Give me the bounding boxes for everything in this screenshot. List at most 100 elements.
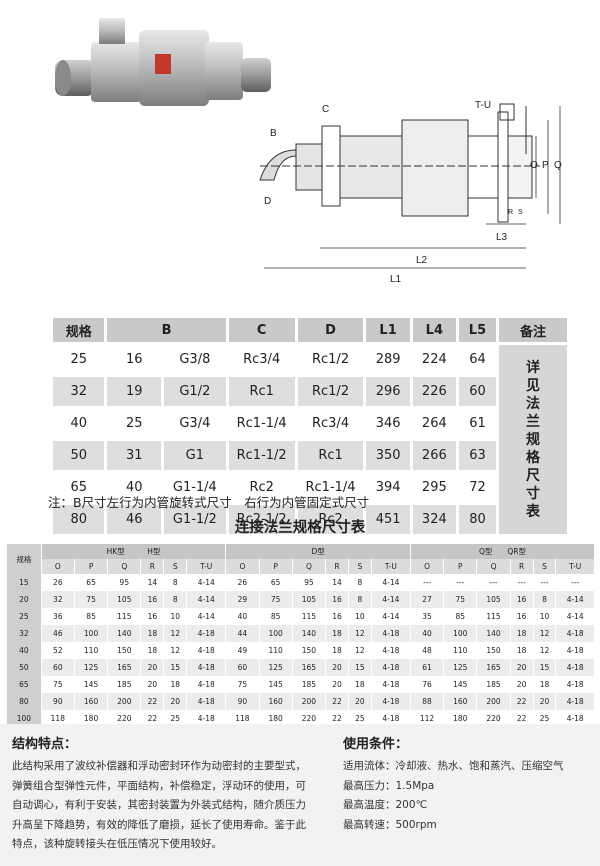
flange-cell: 16 <box>509 608 534 625</box>
spec-cell: 451 <box>366 505 410 534</box>
flange-cell: 22 <box>509 693 534 710</box>
flange-cell: 18 <box>532 676 556 693</box>
spec-cell: 40 <box>53 409 105 438</box>
flange-cell: 160 <box>258 693 293 710</box>
flange-size-cell: 15 <box>6 574 42 591</box>
flange-cell: 140 <box>107 625 141 642</box>
flange-group-row: 规格 HK型 H型 D型 Q型 QR型 <box>6 544 594 574</box>
flange-cell: 12 <box>163 625 187 642</box>
label-o: O <box>530 160 538 171</box>
flange-cell: 15 <box>347 659 372 676</box>
flange-cell: 185 <box>291 676 326 693</box>
features-text: 此结构采用了波纹补偿器和浮动密封环作为动密封的主要型式， 弹簧组合型弹性元件，平… <box>12 757 330 855</box>
flange-cell: 180 <box>73 710 108 727</box>
flange-col-header: P <box>443 559 477 574</box>
spec-cell: Rc2 <box>297 505 364 534</box>
flange-cell: 125 <box>73 659 108 676</box>
flange-cell: 18 <box>140 625 164 642</box>
flange-cell: 16 <box>140 591 164 608</box>
flange-cell: 20 <box>163 693 187 710</box>
spec-cell: 63 <box>458 441 496 470</box>
flange-cell: 4-18 <box>370 659 411 676</box>
features-title: 结构特点： <box>12 737 78 752</box>
flange-cell: 4-18 <box>555 625 594 642</box>
flange-cell: 100 <box>73 625 108 642</box>
flange-cell: 22 <box>325 693 349 710</box>
flange-cell: --- <box>476 574 511 591</box>
flange-cell: 88 <box>409 693 444 710</box>
flange-cell: 22 <box>140 693 164 710</box>
flange-cell: 105 <box>107 591 141 608</box>
spec-cell: 324 <box>412 505 456 534</box>
spec-cell: 25 <box>107 409 161 438</box>
flange-col-header: S <box>532 559 556 574</box>
flange-cell: 180 <box>443 710 477 727</box>
flange-cell: 4-14 <box>370 608 411 625</box>
flange-cell: 75 <box>258 591 293 608</box>
flange-group-hk: HK型 H型 <box>40 544 226 559</box>
spec-cell: 350 <box>366 441 410 470</box>
spec-cell: 61 <box>458 409 496 438</box>
flange-col-header: R <box>325 559 349 574</box>
spec-cell: Rc3/4 <box>297 409 364 438</box>
flange-cell: 20 <box>140 676 164 693</box>
flange-cell: 140 <box>291 625 326 642</box>
flange-size-header: 规格 <box>6 544 42 574</box>
spec-cell: 46 <box>107 505 161 534</box>
flange-cell: 14 <box>325 574 349 591</box>
flange-cell: 75 <box>40 676 75 693</box>
flange-cell: 20 <box>532 693 556 710</box>
header-b: B <box>107 318 226 342</box>
flange-cell: 48 <box>409 642 444 659</box>
flange-cell: 75 <box>73 591 108 608</box>
flange-cell: 145 <box>443 676 477 693</box>
flange-cell: --- <box>443 574 477 591</box>
flange-cell: 10 <box>163 608 187 625</box>
flange-col-header: T-U <box>370 559 411 574</box>
flange-group-d: D型 <box>225 544 411 559</box>
flange-cell: 40 <box>225 608 260 625</box>
flange-cell: 22 <box>140 710 164 727</box>
label-b: B <box>270 128 277 139</box>
flange-cell: 160 <box>443 693 477 710</box>
flange-cell: 85 <box>73 608 108 625</box>
flange-cell: 4-18 <box>186 693 226 710</box>
flange-cell: 4-18 <box>555 710 594 727</box>
flange-cell: 4-18 <box>370 676 411 693</box>
flange-cell: 115 <box>476 608 511 625</box>
flange-cell: 118 <box>225 710 260 727</box>
flange-col-header: O <box>409 559 444 574</box>
flange-cell: 15 <box>163 659 187 676</box>
flange-col-header: O <box>225 559 260 574</box>
flange-cell: 75 <box>443 591 477 608</box>
flange-col-header: R <box>509 559 534 574</box>
flange-cell: 4-18 <box>186 625 226 642</box>
spec-cell: 16 <box>107 345 161 374</box>
header-l4: L4 <box>412 318 456 342</box>
flange-cell: 25 <box>163 710 187 727</box>
flange-cell: 10 <box>347 608 372 625</box>
flange-cell: 4-14 <box>186 608 226 625</box>
flange-cell: 145 <box>73 676 108 693</box>
spec-cell: 19 <box>107 377 161 406</box>
flange-col-header: S <box>347 559 372 574</box>
spec-cell: 72 <box>458 473 496 502</box>
flange-group-q: Q型 QR型 <box>409 544 594 559</box>
flange-cell: 8 <box>163 591 187 608</box>
conditions-list: 适用流体：冷却液、热水、饱和蒸汽、压缩空气 最高压力：1.5Mpa 最高温度：2… <box>343 757 564 835</box>
flange-cell: 125 <box>258 659 293 676</box>
flange-cell: 85 <box>258 608 293 625</box>
flange-cell: 20 <box>347 693 372 710</box>
flange-size-cell: 40 <box>6 642 42 659</box>
flange-cell: 20 <box>325 676 349 693</box>
flange-cell: 32 <box>40 591 75 608</box>
features-line: 升高呈下降趋势，有效的降低了磨损，延长了使用寿命。鉴于此 <box>12 818 306 831</box>
spec-remark-text: 详见法兰规格尺寸表 <box>526 359 540 520</box>
flange-cell: 65 <box>258 574 293 591</box>
